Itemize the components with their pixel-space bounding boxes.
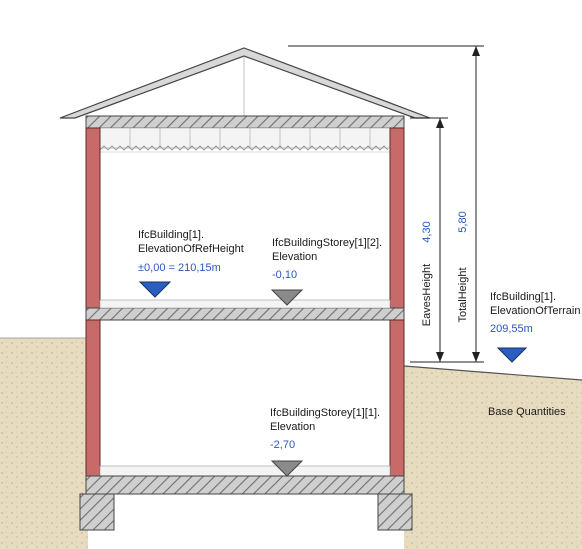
insulation [99,127,391,149]
insulation-joists [129,128,371,148]
wall-right-lower [389,319,405,479]
storey1-value: -2,70 [270,439,295,451]
storey1-label-line2: Elevation [270,421,315,433]
ref-height-label-line2: ElevationOfRefHeight [138,243,244,255]
storey2-label-line2: Elevation [272,251,317,263]
middle-slab [85,307,405,321]
eaves-height-value: 4,30 [421,221,433,242]
total-dimension [288,45,484,363]
storey1-label-line1: IfcBuildingStorey[1][1]. [270,407,380,419]
wall-left-upper [85,127,101,309]
ground-left [0,338,88,549]
total-height-label: TotalHeight [457,267,469,322]
base-quantities-label: Base Quantities [488,406,566,418]
storey2-value: -0,10 [272,269,297,281]
storey1-marker [270,460,304,477]
eaves-height-label: EavesHeight [421,264,433,326]
zigzag-ceiling [99,145,389,151]
terrain-label-line1: IfcBuilding[1]. [490,291,556,303]
ref-height-marker [138,281,172,298]
roof-slab [85,115,405,129]
ground-slab [85,475,405,495]
terrain-label-line2: ElevationOfTerrain [490,305,581,317]
terrain-marker [496,347,528,363]
storey2-label-line1: IfcBuildingStorey[1][2]. [272,237,382,249]
terrain-line [403,365,582,381]
foundation-left [79,493,115,531]
roof [59,47,431,119]
foundation-right [377,493,413,531]
total-height-value: 5,80 [457,211,469,232]
ground-right [404,366,582,549]
terrain-value: 209,55m [490,323,533,335]
storey2-marker [270,289,304,306]
wall-right-upper [389,127,405,309]
wall-left-lower [85,319,101,479]
ref-height-label-line1: IfcBuilding[1]. [138,229,204,241]
ref-height-value: ±0,00 = 210,15m [138,262,221,274]
